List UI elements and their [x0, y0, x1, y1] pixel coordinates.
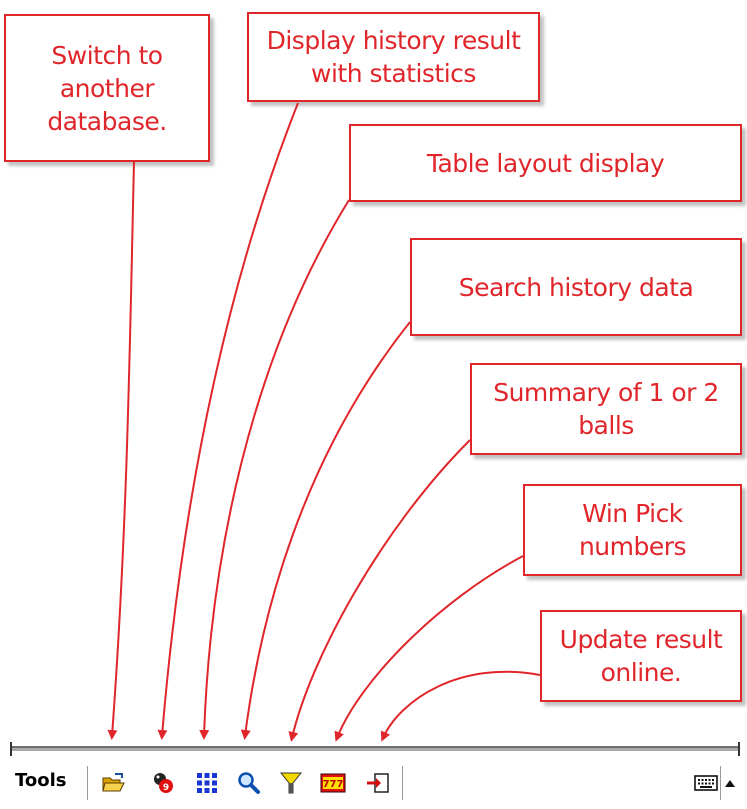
tools-menu[interactable]: Tools	[15, 770, 67, 791]
arrow-search-history	[240, 321, 411, 740]
import-arrow-icon[interactable]	[365, 770, 391, 796]
callout-line: Switch to	[51, 40, 163, 70]
svg-text:777: 777	[323, 779, 344, 790]
open-folder-icon[interactable]	[100, 770, 126, 796]
callout-line: online.	[600, 658, 682, 687]
arrow-switch-database	[107, 161, 135, 740]
arrow-table-layout	[199, 199, 350, 740]
callout-table-layout: Table layout display	[349, 124, 742, 202]
callout-line: Update result	[559, 625, 723, 654]
lottery-balls-icon[interactable]: 9	[151, 770, 177, 796]
callout-win-pick: Win Pick numbers	[523, 484, 742, 576]
svg-text:9: 9	[163, 783, 169, 793]
callout-search-history: Search history data	[410, 238, 742, 336]
grid-icon[interactable]	[194, 770, 220, 796]
command-bar: Tools 9	[10, 760, 740, 806]
callout-line: numbers	[578, 532, 687, 561]
arrow-history-statistics	[157, 102, 299, 740]
arrow-update-online	[380, 670, 541, 742]
callout-line: Summary of 1 or 2	[493, 378, 719, 407]
sip-arrow-up-icon[interactable]	[722, 770, 738, 796]
callout-history-statistics: Display history result with statistics	[247, 12, 540, 102]
callout-line: balls	[578, 411, 634, 440]
filter-funnel-icon[interactable]	[278, 770, 304, 796]
toolbar-separator	[720, 766, 722, 800]
callout-line: Display history result	[266, 26, 521, 55]
magnifier-icon[interactable]	[236, 770, 262, 796]
keyboard-icon[interactable]	[693, 770, 719, 796]
arrow-summary-balls	[288, 439, 471, 742]
callout-update-online: Update result online.	[540, 610, 742, 702]
arrow-win-pick	[334, 555, 524, 742]
callout-line: Search history data	[458, 272, 694, 302]
callout-line: database.	[47, 106, 167, 136]
slot-777-icon[interactable]: 777	[320, 770, 346, 796]
callout-summary-balls: Summary of 1 or 2 balls	[470, 363, 742, 455]
toolbar-separator	[402, 766, 404, 800]
callout-line: with statistics	[311, 59, 476, 88]
callout-line: Table layout display	[426, 148, 665, 178]
callout-line: Win Pick	[582, 499, 683, 528]
toolbar-top-border	[10, 742, 740, 756]
callout-line: another	[59, 73, 155, 103]
toolbar-separator	[87, 766, 89, 800]
